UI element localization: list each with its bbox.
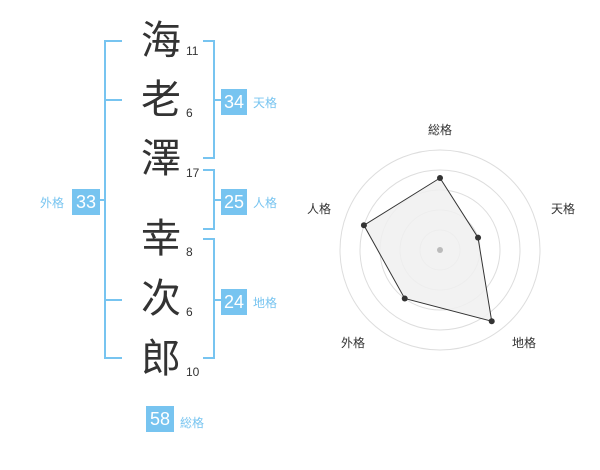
jinkaku-label: 人格 [253,196,278,210]
gaikaku-value: 33 [72,189,100,215]
radar-axis-label-chikaku: 地格 [512,335,536,350]
radar-points [360,175,495,325]
tenkaku-value: 34 [221,89,247,115]
soukaku-value: 58 [146,406,174,432]
name-char-4: 幸 [141,216,181,262]
name-char-2: 老 [141,77,181,123]
radar-point-1 [475,234,482,241]
chikaku-label: 地格 [253,296,278,310]
radar-axis-label-gaikaku: 外格 [341,335,365,350]
radar-axis-label-jinkaku: 人格 [307,201,331,216]
stroke-count-3: 17 [186,166,200,180]
name-char-1: 海 [141,18,181,64]
stroke-count-4: 8 [186,245,193,259]
radar-grid-ring [359,169,521,331]
radar-point-3 [401,295,408,302]
radar-point-0 [437,175,443,181]
tenkaku-label: 天格 [253,96,278,110]
name-char-6: 郎 [141,336,181,382]
stroke-count-1: 11 [186,44,199,58]
soukaku-label: 総格 [180,416,205,430]
radar-axis-label-soukaku: 総格 [428,122,452,137]
radar-center-dot [437,247,443,253]
name-char-3: 澤 [141,136,181,182]
stroke-count-6: 10 [186,365,200,379]
jinkaku-value: 25 [221,189,247,215]
radar-point-4 [360,222,367,229]
gaikaku-label: 外格 [40,196,65,210]
radar-area [363,177,493,322]
stroke-count-5: 6 [186,305,193,319]
stroke-count-2: 6 [186,106,193,120]
radar-axis-label-tenkaku: 天格 [551,201,575,216]
name-char-5: 次 [141,276,181,322]
radar-point-2 [488,318,495,325]
chikaku-value: 24 [221,289,247,315]
chikaku-bracket [203,238,215,359]
